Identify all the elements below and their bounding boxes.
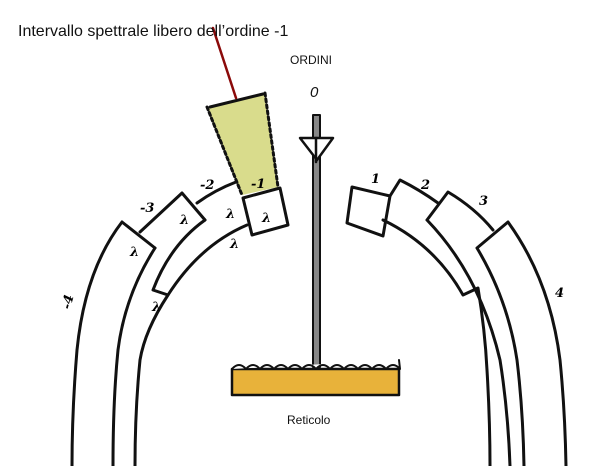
order-minus-2-label: -2 [200,178,214,193]
order-4-band [475,220,568,466]
lambda-label: λ [151,300,161,315]
lambda-label: λ [229,237,239,252]
order-3-label: 3 [479,194,488,209]
order-minus-3-label: -3 [140,201,154,216]
highlight-top [208,92,265,109]
grating-body [230,367,401,397]
pointer-line [211,26,238,100]
order-minus-3-band [111,191,207,466]
order-2-label: 2 [420,178,430,193]
zero-order-label: 0 [310,84,319,101]
grating-grooves [231,359,401,370]
title-label: Intervallo spettrale libero dell’ordine … [18,23,288,40]
orders-label: ORDINI [290,53,332,67]
order-1-box [345,185,392,238]
order-3-band [425,190,512,466]
free-spectral-range-highlight [207,93,278,195]
order-minus-2-band [151,180,249,297]
lambda-label: λ [261,211,271,226]
highlight-dashed-right [263,91,280,189]
order-minus-1-box [241,186,290,237]
order-minus-4-band [70,220,157,466]
order-1-label: 1 [371,172,380,187]
lambda-label: λ [179,213,189,228]
order-2-band [381,178,492,466]
grating-label: Reticolo [287,413,331,427]
lambda-label: λ [225,207,235,222]
order-4-label: 4 [555,286,564,301]
order-minus-1-label: -1 [251,177,265,192]
highlight-dashed-left [205,105,244,197]
lambda-label: λ [129,245,139,260]
order-minus-4-label: -4 [59,293,77,311]
